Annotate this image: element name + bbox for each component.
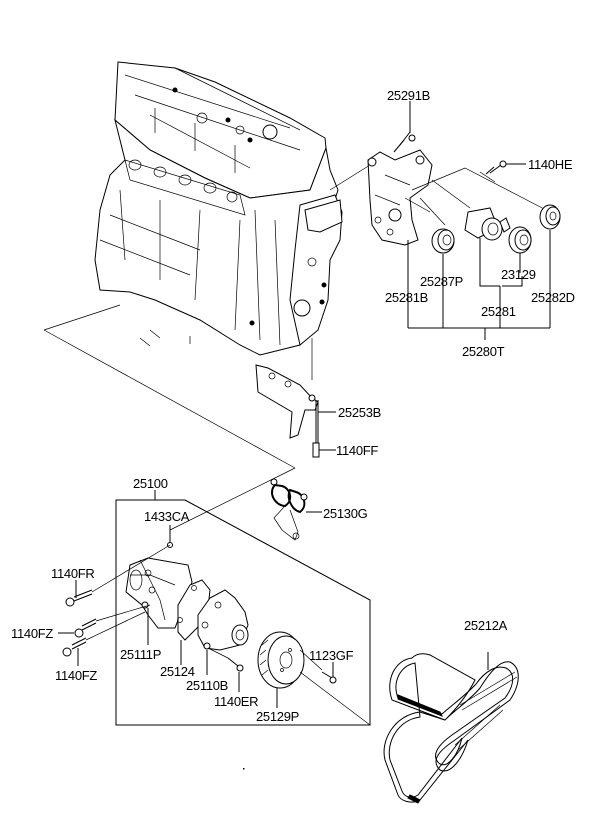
water-pump-assembly-box — [115, 490, 371, 726]
label-1433CA: 1433CA — [144, 509, 190, 524]
bolt-1140FZ-upper — [58, 618, 97, 638]
label-25130G: 25130G — [323, 506, 368, 521]
bolt-1140HE — [485, 160, 526, 175]
water-pump-leaders — [147, 608, 278, 708]
pump-housing-25111P — [125, 557, 193, 629]
idler-pulley-25287P — [431, 228, 455, 254]
label-1140FR: 1140FR — [51, 566, 94, 581]
label-25110B: 25110B — [186, 678, 228, 693]
label-25129P: 25129P — [256, 709, 299, 724]
label-1140FF: 1140FF — [336, 443, 378, 458]
pulley-23129 — [508, 226, 532, 254]
pulley-25282D — [539, 204, 561, 230]
label-25100: 25100 — [133, 476, 168, 491]
label-25280T: 25280T — [462, 344, 505, 359]
engine-block — [94, 61, 343, 356]
bolt-1140FZ-lower — [62, 637, 87, 666]
bolt-1140ER — [207, 647, 244, 672]
gasket-25130G — [270, 478, 322, 541]
label-1140FZ-lower: 1140FZ — [55, 668, 97, 683]
bolt-1123GF — [299, 649, 371, 726]
bolt-1140FR — [65, 580, 93, 607]
dowel-1433CA — [167, 525, 173, 548]
label-25253B: 25253B — [338, 405, 381, 420]
label-25281B: 25281B — [385, 290, 428, 305]
label-1140FZ-upper: 1140FZ — [11, 626, 53, 641]
label-25212A: 25212A — [464, 618, 508, 633]
label-23129: 23129 — [501, 267, 536, 282]
water-pump-25110B — [197, 589, 249, 651]
label-25282D: 25282D — [531, 290, 575, 305]
bolt-25291B — [393, 101, 416, 153]
label-25281: 25281 — [481, 304, 516, 319]
label-1123GF: 1123GF — [309, 648, 354, 663]
drive-belt-25212A — [383, 652, 519, 804]
engine-mount-bracket-25253B — [255, 364, 336, 458]
stray-dot — [243, 768, 245, 770]
pump-pulley-25129P — [257, 631, 305, 689]
label-1140ER: 1140ER — [214, 694, 258, 709]
part-labels: 25291B 1140HE 25287P 23129 25281B 25282D… — [11, 88, 575, 724]
label-1140HE: 1140HE — [528, 157, 573, 172]
label-25291B: 25291B — [387, 88, 430, 103]
label-25111P: 25111P — [120, 647, 161, 662]
label-25287P: 25287P — [420, 274, 463, 289]
auto-tensioner-25281 — [464, 207, 511, 241]
guide-lines — [43, 164, 371, 531]
tensioner-bracket — [367, 149, 433, 246]
tensioner-leaders — [407, 230, 551, 340]
label-25124: 25124 — [160, 664, 195, 679]
